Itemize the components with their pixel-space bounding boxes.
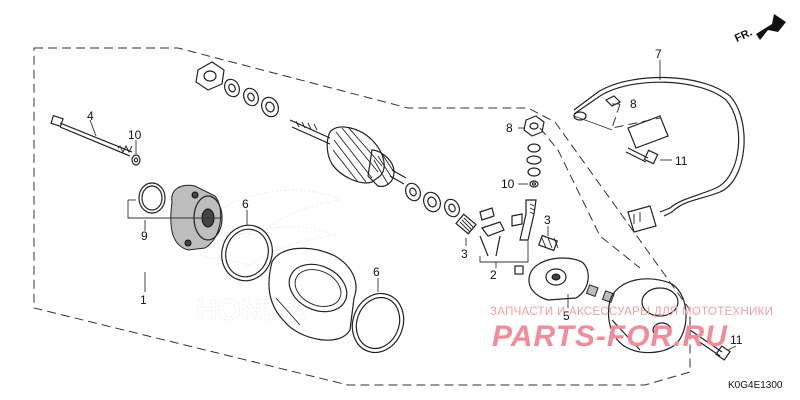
terminal-set (479, 199, 537, 257)
callout-8-upper: 8 (506, 121, 513, 135)
callout-11-bottom: 11 (730, 333, 743, 347)
callout-3-right: 3 (544, 213, 551, 227)
guide-line-right (539, 127, 641, 269)
callout-6-left: 6 (242, 197, 249, 211)
brushes (585, 284, 615, 304)
washer-left (131, 154, 141, 166)
wing-logo-icon: HONDA (193, 189, 342, 328)
callout-11-right: 11 (675, 154, 688, 168)
watermark-caption: ЗАПЧАСТИ И АКСЕССУАРЫ ДЛЯ МОТОТЕХНИКИ (490, 306, 774, 318)
callout-1: 1 (140, 293, 147, 307)
callout-8-right: 8 (630, 97, 637, 111)
bolt-right (625, 147, 659, 165)
assembly-outline (33, 47, 691, 386)
through-bolt (50, 114, 133, 157)
guide-line-top (611, 103, 661, 129)
starter-cable (573, 76, 745, 233)
brush-holder (514, 257, 589, 301)
callout-4: 4 (87, 109, 94, 123)
o-ring-9 (138, 182, 166, 214)
callout-7: 7 (655, 47, 662, 61)
callout-9: 9 (141, 229, 148, 243)
motor-case (268, 247, 357, 341)
spring-right (538, 234, 559, 252)
lock-plate (195, 61, 225, 91)
o-ring-6-left (221, 224, 273, 282)
arrow-up-right-icon (756, 14, 786, 40)
callout-10-left: 10 (128, 128, 142, 142)
svg-text:HONDA: HONDA (196, 294, 306, 327)
callout-10-right: 10 (501, 177, 515, 191)
washer-stack-mid (405, 182, 460, 218)
callout-5: 5 (563, 309, 570, 323)
callout-2: 2 (490, 268, 497, 282)
terminal-nut-stack (523, 115, 545, 188)
callout-6-right: 6 (373, 265, 380, 279)
washer-stack-top (224, 78, 279, 118)
bolt-bottom (687, 329, 731, 361)
o-ring-6-right (351, 292, 405, 354)
callout-3-left: 3 (461, 247, 468, 261)
spring-left (455, 213, 477, 235)
diagram-code: K0G4E1300 (728, 380, 783, 391)
armature (289, 119, 407, 187)
watermark-logo: PARTS-FOR.RU (492, 320, 728, 353)
front-cover (607, 278, 687, 354)
